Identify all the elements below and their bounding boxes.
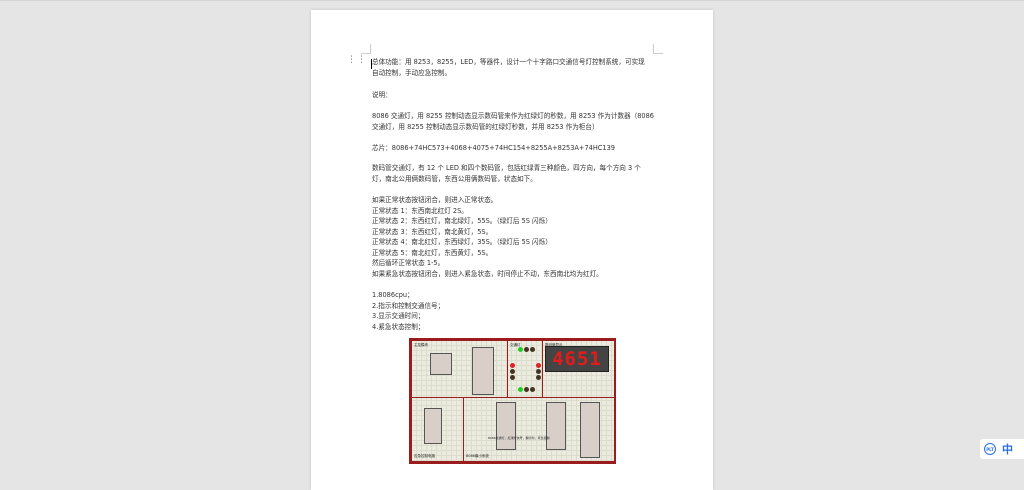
paragraph-line[interactable]: 2.指示和控制交通信号； [372,302,445,310]
crop-mark [361,44,371,54]
main-control-module: 主控模块 [411,340,508,398]
ime-language[interactable]: 中 [1002,443,1013,456]
paragraph-line[interactable]: 4.紧急状态控制； [372,323,425,331]
paragraph-line[interactable]: 然后循环正常状态 1-5。 [372,259,445,267]
drag-handle-icon[interactable]: ⋮⋮ [347,55,367,65]
circuit-diagram-image[interactable]: 主控模块 交通灯 数码管显示 4651 应急控制电路 8086最小系统 8086… [409,338,616,464]
ime-indicator[interactable]: PLT 中 [980,439,1024,459]
paragraph-line[interactable]: 正常状态 3：东西红灯，南北黄灯，5S。 [372,228,493,236]
paragraph-line[interactable]: 正常状态 5：南北红灯，东西黄灯，5S。 [372,249,493,257]
paragraph-line[interactable]: 灯，南北公用俩数码管，东西公用俩数码管，状态如下。 [372,175,537,183]
paragraph-line[interactable]: 正常状态 2：东西红灯，南北绿灯，55S。（绿灯后 5S 闪烁） [372,217,552,225]
cpu-module: 8086最小系统 8086交通灯，红绿灯信号，翻计时，紧急控制 [463,397,614,462]
seven-segment-display: 4651 [545,346,609,372]
paragraph-line[interactable]: 正常状态 1：东西南北红灯 2S。 [372,207,468,215]
paragraph-line[interactable]: 总体功能：用 8253，8255，LED，等器件，设计一个十字路口交通信号灯控制… [372,58,645,66]
paragraph-line[interactable]: 3.显示交通时间； [372,312,425,320]
toolbar-border [0,0,1024,1]
paragraph-line[interactable]: 1.8086cpu； [372,291,414,299]
text-cursor [371,59,372,69]
paragraph-line[interactable]: 如果正常状态按钮闭合，则进入正常状态。 [372,196,498,204]
traffic-light-module: 交通灯 [507,340,543,398]
paragraph-line[interactable]: 芯片：8086+74HC573+4068+4075+74HC154+8255A+… [372,144,615,152]
paragraph-line[interactable]: 自动控制，手动应急控制。 [372,69,452,77]
paragraph-line[interactable]: 交通灯，用 8255 控制动态显示数码管的红绿灯秒数，并用 8253 作为柜台） [372,123,599,131]
paragraph-line[interactable]: 正常状态 4：南北红灯，东西绿灯，35S。（绿灯后 5S 闪烁） [372,238,552,246]
ime-logo-icon[interactable]: PLT [984,443,996,455]
paragraph-line[interactable]: 说明： [372,91,392,99]
paragraph-line[interactable]: 8086 交通灯，用 8255 控制动态显示数码管来作为红绿灯的秒数，用 825… [372,112,655,120]
paragraph-line[interactable]: 数码管交通灯，有 12 个 LED 和四个数码管，包括红绿青三种颜色，四方向，每… [372,164,641,172]
paragraph-line[interactable]: 如果紧急状态按钮闭合，则进入紧急状态，时间停止不动，东西南北均为红灯。 [372,270,603,278]
emergency-control-circuit: 应急控制电路 [411,397,464,462]
crop-mark [653,44,663,54]
